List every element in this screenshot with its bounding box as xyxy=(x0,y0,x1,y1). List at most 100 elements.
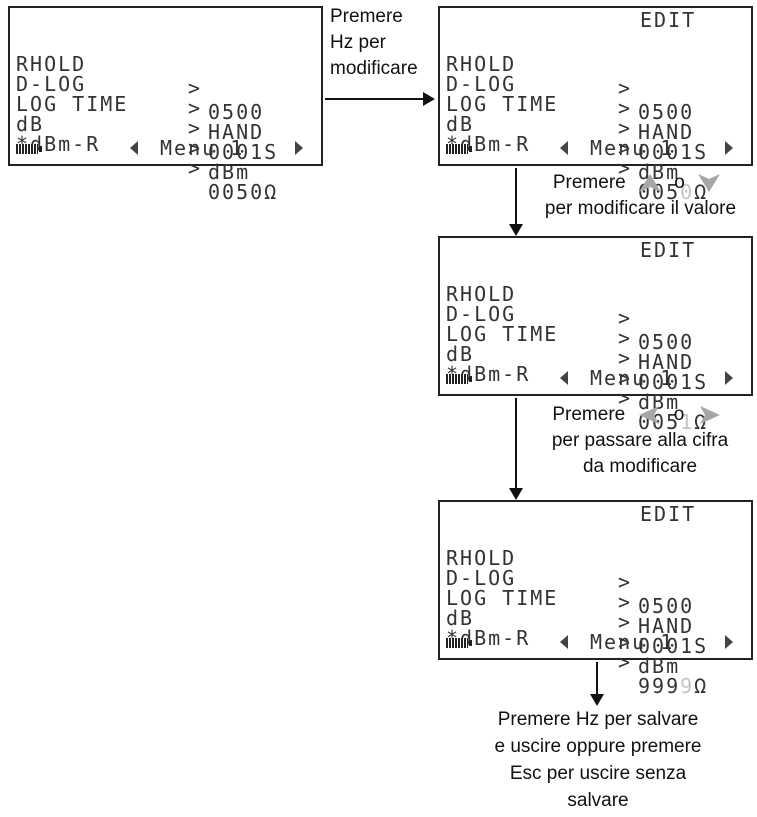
nav-right-icon xyxy=(295,141,303,155)
menu-row-dlog: D-LOG > HAND xyxy=(16,48,262,144)
row-value: 0050Ω xyxy=(208,180,279,204)
row-label: dB xyxy=(446,342,475,366)
edit-indicator: EDIT xyxy=(640,502,697,526)
row-value: HAND xyxy=(638,120,695,144)
row-pointer: > xyxy=(618,96,633,120)
nav-left-icon xyxy=(560,635,568,649)
final-caption: Premere Hz per salvare e uscire oppure p… xyxy=(494,709,702,811)
left-arrow-button-icon xyxy=(638,405,659,424)
menu-row-dbm-r: *dBm-R > 9999Ω xyxy=(446,602,706,698)
row-pointer: > xyxy=(618,366,633,390)
row-pointer: > xyxy=(618,386,633,410)
row-label: D-LOG xyxy=(446,302,517,326)
menu-row-rhold: RHOLD > 0500 xyxy=(446,28,692,124)
row-pointer: > xyxy=(188,76,203,100)
lcd-footer: Menu 1 xyxy=(440,366,751,390)
row-value: 0500 xyxy=(638,100,695,124)
battery-icon xyxy=(446,374,472,384)
menu-row-log-time: LOG TIME > 0001S xyxy=(446,298,706,394)
down-arrow-button-icon xyxy=(698,173,721,192)
row-pointer: > xyxy=(618,306,633,330)
row-value: HAND xyxy=(208,120,265,144)
menu-row-rhold: RHOLD > 0500 xyxy=(446,258,692,354)
right-arrow-button-icon xyxy=(699,405,720,424)
nav-left-icon xyxy=(560,371,568,385)
row-value: 0001S xyxy=(208,140,279,164)
row-pointer: > xyxy=(618,590,633,614)
arrow-down-3 xyxy=(509,398,523,500)
nav-left-icon xyxy=(130,141,138,155)
row-value: 0500 xyxy=(638,330,695,354)
up-arrow-button-icon xyxy=(639,173,661,192)
battery-icon xyxy=(16,144,42,154)
row-value: 0001S xyxy=(638,370,709,394)
step2-caption: Premere o per modificare il valore xyxy=(544,172,737,219)
battery-icon xyxy=(446,144,472,154)
row-pointer: > xyxy=(618,570,633,594)
row-label: D-LOG xyxy=(446,72,517,96)
row-pointer: > xyxy=(618,610,633,634)
menu-row-log-time: LOG TIME > 0001S xyxy=(16,68,276,164)
row-pointer: > xyxy=(618,156,633,180)
row-value: 0500 xyxy=(638,594,695,618)
row-label: LOG TIME xyxy=(446,322,559,346)
lcd-screen-1: RHOLD > 0500 D-LOG > HAND LOG TIME > 000… xyxy=(8,6,323,204)
row-label: LOG TIME xyxy=(16,92,129,116)
lcd-screen-4: EDIT RHOLD > 0500 D-LOG > HAND LOG TIME … xyxy=(438,500,753,698)
row-pointer: > xyxy=(188,116,203,140)
row-label: LOG TIME xyxy=(446,586,559,610)
nav-right-icon xyxy=(725,635,733,649)
edit-indicator: EDIT xyxy=(640,238,697,262)
menu-label: Menu 1 xyxy=(590,136,675,160)
edit-indicator: EDIT xyxy=(640,8,697,32)
lcd-footer: Menu 1 xyxy=(10,136,321,160)
menu-row-log-time: LOG TIME > 0001S xyxy=(446,562,706,658)
nav-right-icon xyxy=(725,371,733,385)
menu-row-dbm-r: *dBm-R > 0051Ω xyxy=(446,338,706,434)
nav-left-icon xyxy=(560,141,568,155)
menu-row-log-time: LOG TIME > 0001S xyxy=(446,68,706,164)
arrow-down-2 xyxy=(509,168,523,236)
arrow-right-1 xyxy=(325,92,435,106)
row-pointer: > xyxy=(618,630,633,654)
menu-row-db: dB > dBm xyxy=(446,582,678,678)
row-pointer: > xyxy=(618,326,633,350)
menu-row-dlog: D-LOG > HAND xyxy=(446,542,692,638)
row-value: 0001S xyxy=(638,634,709,658)
row-value: dBm xyxy=(638,390,681,414)
row-label: RHOLD xyxy=(16,52,87,76)
menu-row-db: dB > dBm xyxy=(446,88,678,184)
menu-row-dlog: D-LOG > HAND xyxy=(446,278,692,374)
row-pointer: > xyxy=(188,96,203,120)
row-value: 0500 xyxy=(208,100,265,124)
row-label: LOG TIME xyxy=(446,92,559,116)
menu-row-db: dB > dBm xyxy=(16,88,248,184)
row-label: RHOLD xyxy=(446,52,517,76)
menu-label: Menu 1 xyxy=(590,366,675,390)
menu-row-rhold: RHOLD > 0500 xyxy=(446,522,692,618)
row-label: D-LOG xyxy=(16,72,87,96)
row-label: RHOLD xyxy=(446,546,517,570)
menu-row-rhold: RHOLD > 0500 xyxy=(16,28,262,124)
row-value: dBm xyxy=(208,160,251,184)
row-pointer: > xyxy=(618,346,633,370)
step1-caption: Premere Hz per modificare xyxy=(330,6,418,79)
menu-label: Menu 1 xyxy=(160,136,245,160)
row-value: 9999Ω xyxy=(638,674,709,698)
row-value: dBm xyxy=(638,160,681,184)
arrow-down-4 xyxy=(590,662,604,706)
lcd-screen-2: EDIT RHOLD > 0500 D-LOG > HAND LOG TIME … xyxy=(438,6,753,204)
menu-label: Menu 1 xyxy=(590,630,675,654)
step3-caption: Premere o per passare alla cifra da modi… xyxy=(551,404,729,477)
row-label: dB xyxy=(16,112,45,136)
row-pointer: > xyxy=(188,156,203,180)
row-label: D-LOG xyxy=(446,566,517,590)
menu-row-dbm-r: *dBm-R > 0050Ω xyxy=(446,108,706,204)
row-label: dB xyxy=(446,112,475,136)
lcd-screen-3: EDIT RHOLD > 0500 D-LOG > HAND LOG TIME … xyxy=(438,236,753,434)
menu-row-dbm-r: *dBm-R > 0050Ω xyxy=(16,108,276,204)
lcd-footer: Menu 1 xyxy=(440,136,751,160)
menu-row-dlog: D-LOG > HAND xyxy=(446,48,692,144)
row-pointer: > xyxy=(188,136,203,160)
row-value: HAND xyxy=(638,614,695,638)
